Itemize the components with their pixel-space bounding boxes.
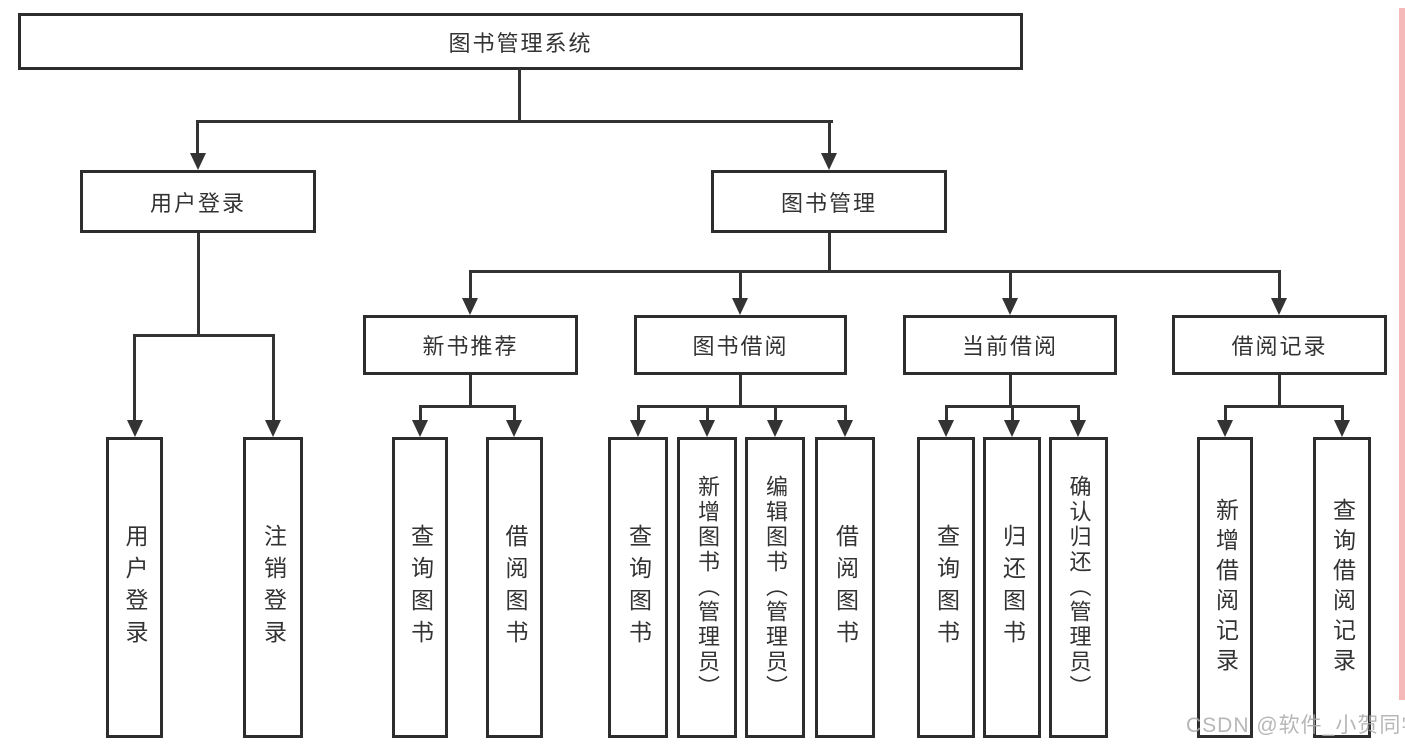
leaf-edit-book-admin-label: 编辑图书（管理员） xyxy=(763,475,788,700)
arrowhead-add-book xyxy=(699,420,715,437)
connector-user-login-rail xyxy=(133,334,275,337)
arrowhead-leaf-logout xyxy=(265,420,281,437)
arrowhead-query-record xyxy=(1334,420,1350,437)
connector-records-rail xyxy=(1224,405,1343,408)
connector-book-borrow-rail xyxy=(637,405,846,408)
connector-to-book-borrow xyxy=(739,270,742,300)
node-current-borrow-label: 当前借阅 xyxy=(961,334,1058,359)
arrowhead-current-borrow xyxy=(1002,298,1018,315)
connector-book-borrow-stem xyxy=(739,375,742,407)
connector-root-rail xyxy=(197,120,833,123)
connector-to-add-book xyxy=(706,405,709,422)
connector-to-recommend-borrow xyxy=(513,405,516,422)
node-new-book-recommend: 新书推荐 xyxy=(363,315,578,375)
node-user-login: 用户登录 xyxy=(80,170,316,233)
connector-to-user-login xyxy=(196,120,199,154)
leaf-recommend-borrow-book-label: 借阅图书 xyxy=(502,523,528,652)
arrowhead-edit-book xyxy=(767,420,783,437)
node-root-label: 图书管理系统 xyxy=(448,30,593,56)
node-borrow-records: 借阅记录 xyxy=(1172,315,1387,375)
connector-recommend-stem xyxy=(469,375,472,407)
leaf-recommend-query-book: 查询图书 xyxy=(392,437,448,738)
leaf-borrow-query-book: 查询图书 xyxy=(608,437,668,738)
connector-records-stem xyxy=(1278,375,1281,407)
connector-book-management-rail xyxy=(469,270,1281,273)
leaf-return-book-label: 归还图书 xyxy=(999,523,1026,652)
connector-to-add-record xyxy=(1224,405,1227,422)
connector-to-borrow-book xyxy=(844,405,847,422)
leaf-borrow-book-label: 借阅图书 xyxy=(832,523,859,652)
connector-to-leaf-logout xyxy=(272,334,275,421)
leaf-query-borrow-record-label: 查询借阅记录 xyxy=(1329,497,1356,678)
arrowhead-borrow-records xyxy=(1271,298,1287,315)
node-book-borrow: 图书借阅 xyxy=(634,315,847,375)
connector-to-current-query xyxy=(945,405,948,422)
leaf-add-book-admin-label: 新增图书（管理员） xyxy=(695,475,720,700)
arrowhead-confirm-return xyxy=(1070,420,1086,437)
node-current-borrow: 当前借阅 xyxy=(903,315,1117,375)
connector-root-stem xyxy=(518,68,521,122)
leaf-borrow-book: 借阅图书 xyxy=(815,437,875,738)
leaf-add-borrow-record: 新增借阅记录 xyxy=(1197,437,1253,738)
arrowhead-recommend-query xyxy=(412,420,428,437)
connector-to-borrow-query xyxy=(637,405,640,422)
arrowhead-return-book xyxy=(1004,420,1020,437)
connector-to-recommend-query xyxy=(419,405,422,422)
leaf-add-book-admin: 新增图书（管理员） xyxy=(677,437,737,738)
arrowhead-book-borrow xyxy=(732,298,748,315)
leaf-return-book: 归还图书 xyxy=(983,437,1041,738)
connector-current-stem xyxy=(1009,375,1012,407)
connector-user-login-stem xyxy=(197,233,200,336)
connector-recommend-rail xyxy=(419,405,516,408)
leaf-query-borrow-record: 查询借阅记录 xyxy=(1313,437,1371,738)
connector-to-current-borrow xyxy=(1009,270,1012,300)
leaf-user-login-label: 用户登录 xyxy=(122,523,148,652)
leaf-user-login: 用户登录 xyxy=(106,437,163,738)
leaf-logout-label: 注销登录 xyxy=(260,523,287,652)
leaf-logout: 注销登录 xyxy=(243,437,303,738)
connector-to-book-management xyxy=(828,120,831,154)
arrowhead-recommend-borrow xyxy=(506,420,522,437)
leaf-confirm-return-admin: 确认归还（管理员） xyxy=(1049,437,1108,738)
arrowhead-leaf-user-login xyxy=(127,420,143,437)
arrowhead-borrow-query xyxy=(630,420,646,437)
node-root: 图书管理系统 xyxy=(18,13,1023,70)
arrowhead-book-management xyxy=(821,153,837,170)
leaf-borrow-query-book-label: 查询图书 xyxy=(625,523,652,652)
node-book-management-label: 图书管理 xyxy=(780,190,877,216)
leaf-confirm-return-admin-label: 确认归还（管理员） xyxy=(1066,475,1092,700)
leaf-current-query-book-label: 查询图书 xyxy=(933,523,960,652)
connector-to-leaf-user-login xyxy=(133,334,136,421)
leaf-current-query-book: 查询图书 xyxy=(917,437,975,738)
arrowhead-borrow-book xyxy=(837,420,853,437)
node-user-login-label: 用户登录 xyxy=(149,190,246,216)
arrowhead-new-book-recommend xyxy=(462,298,478,315)
connector-to-return-book xyxy=(1011,405,1014,422)
connector-to-query-record xyxy=(1341,405,1344,422)
leaf-recommend-borrow-book: 借阅图书 xyxy=(486,437,543,738)
arrowhead-current-query xyxy=(938,420,954,437)
node-new-book-recommend-label: 新书推荐 xyxy=(422,334,519,359)
node-book-borrow-label: 图书借阅 xyxy=(692,334,789,359)
right-edge-strip xyxy=(1399,8,1405,700)
node-book-management: 图书管理 xyxy=(711,170,947,233)
leaf-add-borrow-record-label: 新增借阅记录 xyxy=(1212,497,1239,678)
leaf-edit-book-admin: 编辑图书（管理员） xyxy=(745,437,805,738)
arrowhead-add-record xyxy=(1217,420,1233,437)
arrowhead-user-login xyxy=(190,153,206,170)
connector-to-confirm-return xyxy=(1077,405,1080,422)
connector-book-management-stem xyxy=(828,233,831,272)
connector-to-borrow-records xyxy=(1278,270,1281,300)
leaf-recommend-query-book-label: 查询图书 xyxy=(407,523,434,652)
connector-to-new-book-recommend xyxy=(469,270,472,300)
connector-to-edit-book xyxy=(774,405,777,422)
csdn-watermark: CSDN @软件_小贺同学 xyxy=(1186,714,1405,737)
node-borrow-records-label: 借阅记录 xyxy=(1231,334,1328,359)
